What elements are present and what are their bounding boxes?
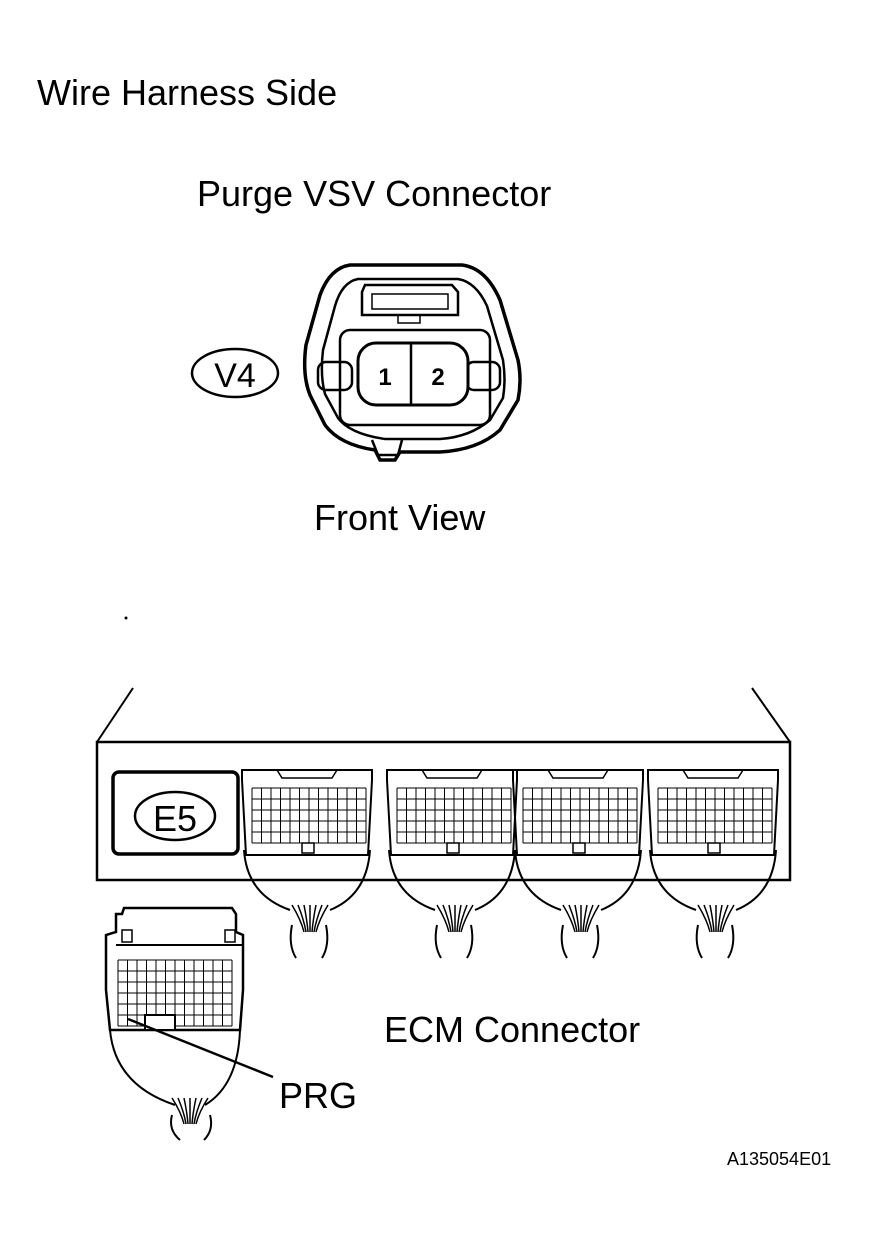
ecm-port-4 xyxy=(647,769,779,959)
vsv-code-badge: V4 xyxy=(190,347,280,399)
ecm-port-2 xyxy=(386,769,518,959)
figure-id: A135054E01 xyxy=(727,1149,832,1169)
page-title: Wire Harness Side xyxy=(37,72,338,113)
vsv-connector-drawing: 1 2 xyxy=(302,263,522,462)
vsv-code: V4 xyxy=(214,357,256,395)
ecm-port-1 xyxy=(241,769,373,959)
side-connector-key xyxy=(144,1014,176,1031)
ecm-port-3 xyxy=(512,769,644,959)
ecm-ports xyxy=(241,769,779,959)
vsv-pin-1: 1 xyxy=(378,364,391,391)
vsv-pin-2: 2 xyxy=(431,364,444,391)
ecm-side-connector xyxy=(104,906,245,1141)
ecm-code: E5 xyxy=(153,798,197,839)
prg-pin-label: PRG xyxy=(279,1075,358,1116)
front-view-label: Front View xyxy=(314,497,486,538)
stray-dot xyxy=(124,616,128,620)
ecm-body: E5 xyxy=(95,687,792,882)
ecm-connector-title: ECM Connector xyxy=(384,1009,641,1050)
side-connector-shell xyxy=(104,906,245,1032)
prg-leader-line xyxy=(127,1017,274,1079)
vsv-connector-title: Purge VSV Connector xyxy=(197,173,552,214)
